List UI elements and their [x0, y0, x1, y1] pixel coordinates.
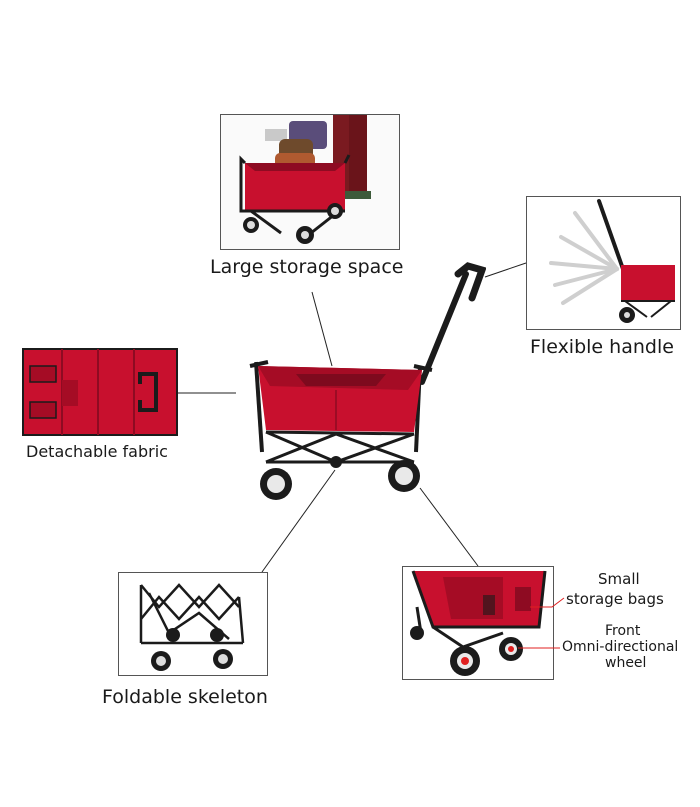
flexible-handle-label: Flexible handle [530, 336, 674, 358]
large-storage-photo [220, 114, 400, 250]
detachable-fabric-label: Detachable fabric [26, 442, 168, 461]
small-storage-bags-label-2: storage bags [566, 590, 664, 608]
large-storage-label: Large storage space [210, 256, 404, 278]
storage-bags-wheel-photo [402, 566, 554, 680]
wagon-main-photo [236, 262, 486, 502]
foldable-skeleton-label: Foldable skeleton [102, 686, 268, 708]
detachable-fabric-photo [22, 348, 178, 436]
front-wheel-label-2: Omni-directional [562, 639, 679, 655]
flexible-handle-photo [526, 196, 681, 330]
foldable-skeleton-photo [118, 572, 268, 676]
front-wheel-label-1: Front [605, 623, 641, 639]
small-storage-bags-label-1: Small [598, 570, 640, 588]
front-wheel-label-3: wheel [605, 655, 647, 671]
